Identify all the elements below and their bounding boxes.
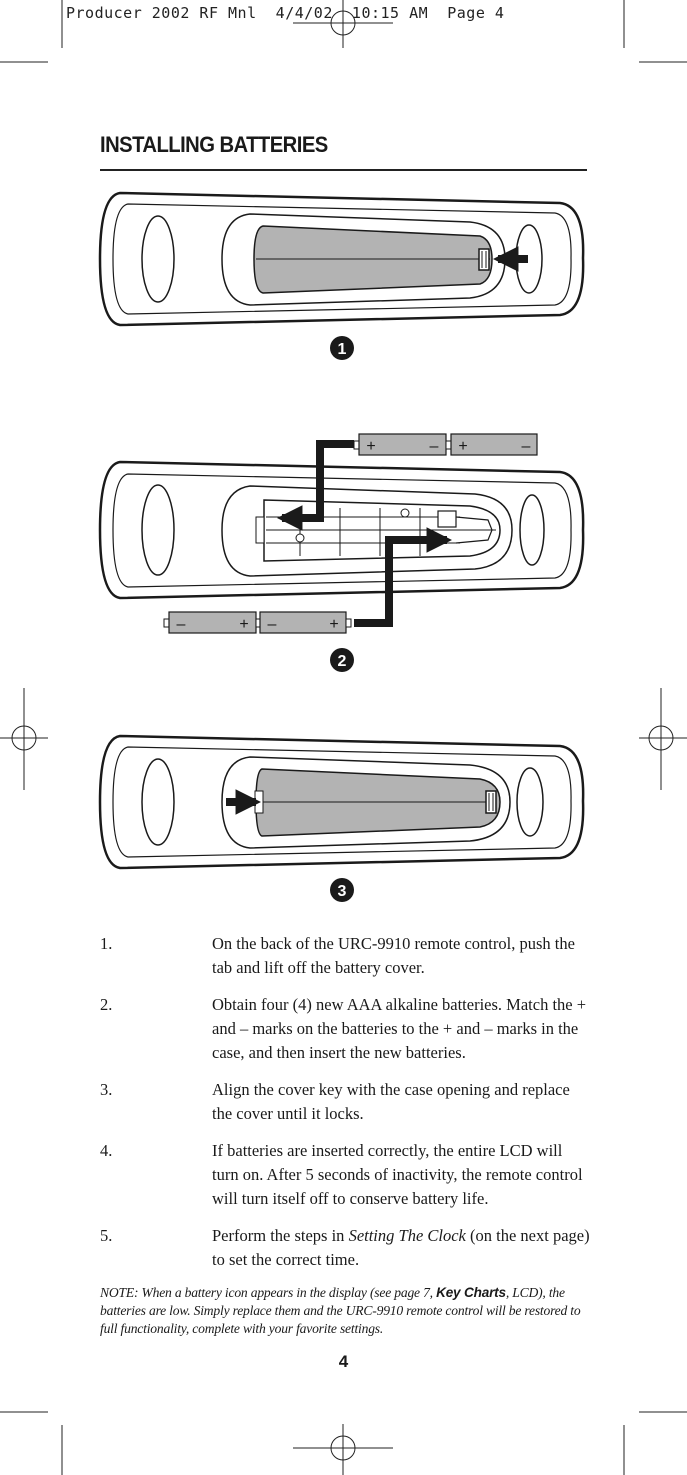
step-number: 1. <box>100 934 113 953</box>
battery-sign: + <box>458 438 467 455</box>
step-number: 4. <box>100 1141 113 1160</box>
printer-slug: Producer 2002 RF Mnl 4/4/02 10:15 AM Pag… <box>66 4 505 22</box>
step-item: 2. Obtain four (4) new AAA alkaline batt… <box>100 993 592 1065</box>
registration-mark-left <box>0 688 48 790</box>
clock-reference: Setting The Clock <box>348 1226 466 1245</box>
step-text: Align the cover key with the case openin… <box>212 1080 570 1123</box>
instruction-steps: 1. On the back of the URC-9910 remote co… <box>100 932 592 1285</box>
step-text: Obtain four (4) new AAA alkaline batteri… <box>212 995 587 1062</box>
figure-badge-1: 1 <box>330 336 354 360</box>
note-text: NOTE: When a battery icon appears in the… <box>100 1285 437 1300</box>
step-text: On the back of the URC-9910 remote contr… <box>212 934 575 977</box>
registration-mark-right <box>639 688 687 790</box>
figure-label-1: 1 <box>338 341 347 358</box>
step-text: If batteries are inserted correctly, the… <box>212 1141 583 1208</box>
battery-sign: – <box>522 438 531 455</box>
section-title: INSTALLING BATTERIES <box>100 132 328 157</box>
remote-battery-compartment-icon <box>98 440 585 627</box>
figure-label-2: 2 <box>338 653 347 670</box>
page-number: 4 <box>338 1352 349 1371</box>
battery-sign: + <box>329 616 338 633</box>
step-number: 3. <box>100 1080 113 1099</box>
remote-battery-cover-icon <box>98 191 585 327</box>
battery-sign: – <box>268 616 277 633</box>
step-item: 4. If batteries are inserted correctly, … <box>100 1139 592 1211</box>
battery-sign: – <box>177 616 186 633</box>
battery-note: NOTE: When a battery icon appears in the… <box>100 1284 600 1338</box>
step-number: 2. <box>100 995 113 1014</box>
step-text-part: Perform the steps in <box>212 1226 349 1245</box>
step-item: 1. On the back of the URC-9910 remote co… <box>100 932 592 980</box>
registration-mark-bottom <box>293 1424 393 1475</box>
battery-sign: – <box>430 438 439 455</box>
note-text: , LCD), the batteries are low. Simply re… <box>100 1285 581 1336</box>
figure-badge-2: 2 <box>330 648 354 672</box>
step-number: 5. <box>100 1226 113 1245</box>
battery-sign: + <box>366 438 375 455</box>
battery-pair-bottom: – + – + <box>163 611 352 634</box>
registration-mark-top <box>293 0 393 48</box>
step-item: 3. Align the cover key with the case ope… <box>100 1078 592 1126</box>
step-item: 5. Perform the steps in Setting The Cloc… <box>100 1224 592 1272</box>
figure-label-3: 3 <box>338 883 347 900</box>
title-rule <box>100 169 587 171</box>
remote-cover-replace-icon <box>98 734 585 870</box>
battery-pair-top: + – + – <box>353 433 538 456</box>
step-text-part: (on the next page) to set the correct ti… <box>212 1226 590 1269</box>
step-text: Perform the steps in Setting The Clock (… <box>212 1224 592 1272</box>
battery-sign: + <box>239 616 248 633</box>
figure-badge-3: 3 <box>330 878 354 902</box>
key-charts-reference: Key Charts <box>436 1285 506 1300</box>
